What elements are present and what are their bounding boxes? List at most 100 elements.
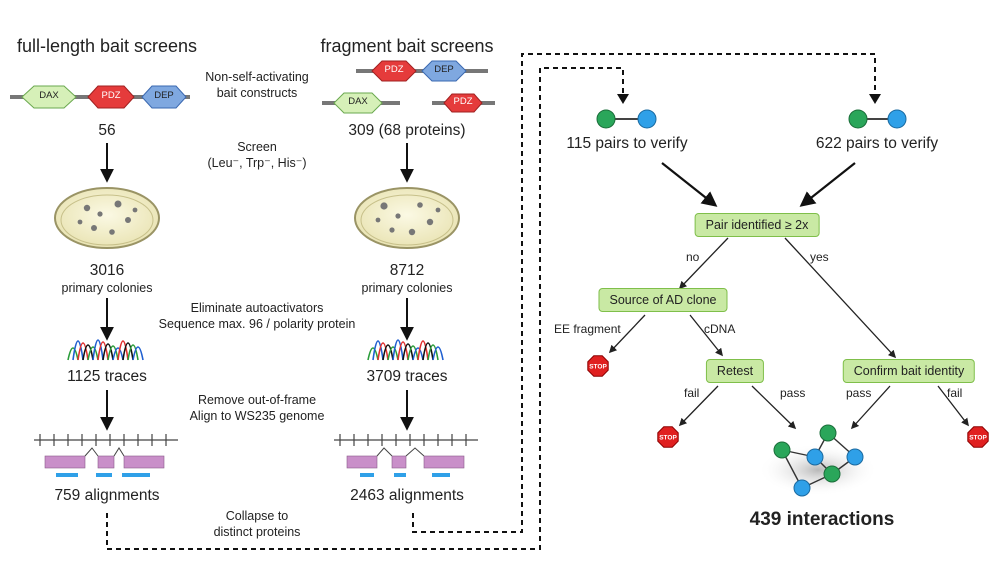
step-screen-line2: (Leu⁻, Trp⁻, His⁻) <box>207 156 307 170</box>
pdz-domain-left <box>87 85 135 109</box>
left-colonies-label: primary colonies <box>61 281 153 295</box>
left-bait-count: 56 <box>98 122 116 139</box>
trace-peak <box>82 344 94 361</box>
trace-peak <box>372 340 384 361</box>
trace-peak <box>112 347 124 361</box>
step-remove-line2: Align to WS235 genome <box>189 409 325 423</box>
pdz-label-frag-top: PDZ <box>384 64 404 75</box>
trace-peak <box>127 344 139 361</box>
trace-peak <box>72 340 84 361</box>
left-title: full-length bait screens <box>16 36 198 56</box>
genome-alignment-right <box>334 434 478 477</box>
step-collapse-line2: distinct proteins <box>213 525 301 539</box>
trace-peak <box>67 347 79 361</box>
label-retest-pass: pass <box>780 386 806 400</box>
arrow-ee <box>608 314 646 354</box>
pdz-label-left: PDZ <box>101 90 121 101</box>
step-remove-line1: Remove out-of-frame <box>197 393 317 407</box>
trace-peak <box>427 344 439 361</box>
arrow-confirm-fail <box>937 385 969 427</box>
arrow-yes <box>784 237 897 359</box>
trace-peak <box>407 345 419 361</box>
source-ad-clone-box: Source of AD clone <box>598 288 728 312</box>
label-confirm-pass: pass <box>846 386 872 400</box>
trace-peak <box>87 346 99 361</box>
dep-label-frag-top: DEP <box>434 64 454 75</box>
pairs-to-verify-left: 115 pairs to verify <box>566 135 688 152</box>
label-cdna: cDNA <box>704 322 736 336</box>
arrow-no <box>678 237 729 290</box>
interaction-network <box>758 424 878 497</box>
trace-peak <box>402 343 414 361</box>
stop-sign-icon: STOP <box>587 355 609 377</box>
dax-domain-left <box>21 85 77 109</box>
step-construct-line1: Non-self-activating <box>205 70 309 84</box>
full-length-construct <box>10 85 190 109</box>
left-traces: 1125 traces <box>67 368 147 385</box>
right-colonies-count: 8712 <box>389 262 425 279</box>
trace-peak <box>377 342 389 361</box>
trace-peak <box>387 346 399 361</box>
stop-sign-icon: STOP <box>967 426 989 448</box>
arrow-retest-pass <box>751 385 797 430</box>
dax-label-left: DAX <box>39 90 59 101</box>
step-eliminate-line1: Eliminate autoactivators <box>190 301 324 315</box>
label-no: no <box>686 250 700 264</box>
trace-peak <box>117 340 129 361</box>
label-confirm-fail: fail <box>947 386 963 400</box>
trace-peak <box>122 342 134 361</box>
arrow-cdna <box>689 314 723 357</box>
label-ee-fragment: EE fragment <box>554 322 621 336</box>
trace-peak <box>107 345 119 361</box>
result-interactions: 439 interactions <box>749 509 895 530</box>
step-eliminate-line2: Sequence max. 96 / polarity protein <box>158 317 356 331</box>
dashed-connector-left <box>106 67 624 550</box>
petri-plate-left <box>54 187 160 249</box>
pdz-domain-frag-bottom <box>443 93 483 113</box>
pair-identified-box: Pair identified ≥ 2x <box>694 213 820 237</box>
arrow-115-to-pair <box>661 162 718 207</box>
stop-sign-text: STOP <box>969 435 987 442</box>
step-construct-line2: bait constructs <box>216 86 298 100</box>
stop-sign-text: STOP <box>659 435 677 442</box>
arrow-confirm-pass <box>850 385 891 430</box>
dep-domain-left <box>141 85 187 109</box>
step-screen-line1: Screen <box>237 140 277 154</box>
dep-label-left: DEP <box>154 90 174 101</box>
dep-domain-frag-top <box>421 60 467 82</box>
petri-plate-right <box>354 187 460 249</box>
label-retest-fail: fail <box>684 386 700 400</box>
trace-peak <box>432 346 444 361</box>
pdz-label-frag-bottom: PDZ <box>453 96 473 107</box>
pair-icon-left <box>596 109 657 129</box>
dashed-arrowhead-right <box>869 94 881 104</box>
trace-peak <box>422 342 434 361</box>
right-colonies-label: primary colonies <box>361 281 453 295</box>
right-bait-count: 309 (68 proteins) <box>348 122 466 139</box>
dax-domain-frag <box>333 92 383 114</box>
chromatogram-right <box>367 339 444 361</box>
dashed-connector-right <box>412 53 876 533</box>
stop-sign-icon: STOP <box>657 426 679 448</box>
left-alignments: 759 alignments <box>54 487 160 504</box>
chromatogram-left <box>67 339 144 361</box>
trace-peak <box>412 347 424 361</box>
genome-alignment-left <box>34 434 178 477</box>
left-colonies-count: 3016 <box>89 262 125 279</box>
trace-peak <box>132 346 144 361</box>
label-yes: yes <box>810 250 829 264</box>
right-alignments: 2463 alignments <box>350 487 464 504</box>
fragment-constructs <box>322 60 495 114</box>
confirm-bait-identity-box: Confirm bait identity <box>842 359 976 383</box>
trace-peak <box>417 340 429 361</box>
trace-peak <box>77 342 89 361</box>
step-collapse-line1: Collapse to <box>225 509 289 523</box>
dax-label-frag: DAX <box>348 96 368 107</box>
right-title: fragment bait screens <box>320 36 494 56</box>
right-traces: 3709 traces <box>366 368 448 385</box>
trace-peak <box>397 341 409 361</box>
dashed-arrowhead-left <box>617 94 629 104</box>
trace-peak <box>382 344 394 361</box>
trace-peak <box>102 343 114 361</box>
